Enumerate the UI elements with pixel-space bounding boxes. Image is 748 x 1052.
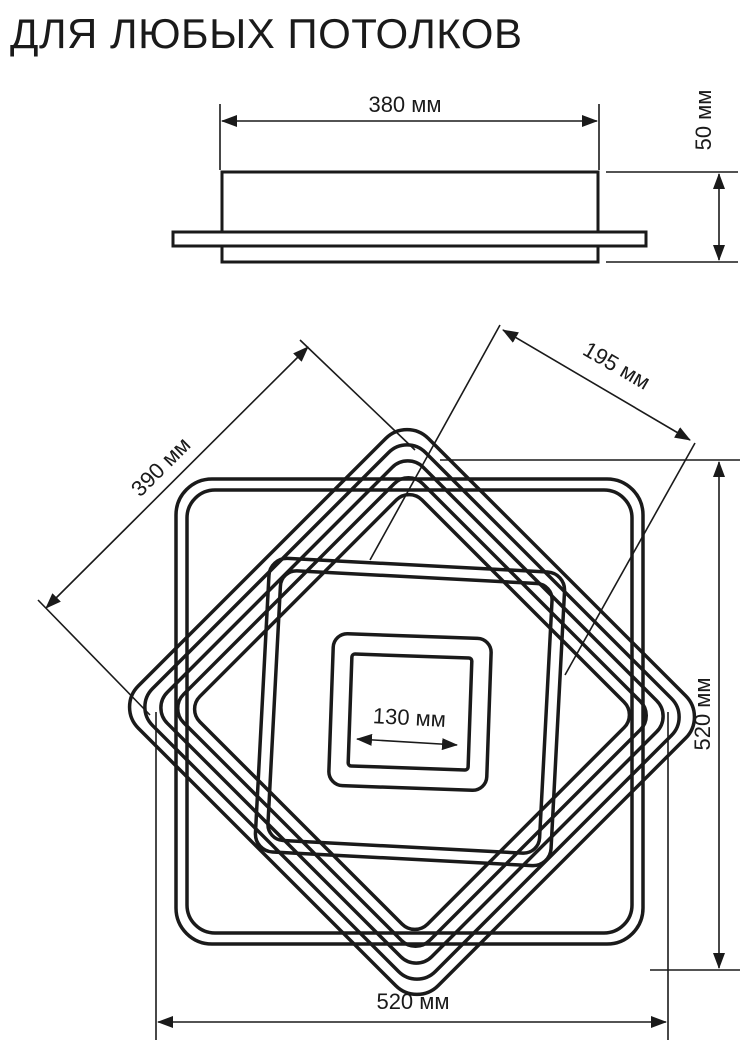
dimension-diag-mid: 195 мм — [369, 324, 696, 676]
dimension-label-side-height: 50 мм — [691, 90, 716, 151]
dimension-side-width: 380 мм — [219, 92, 600, 170]
dimension-label-side-width: 380 мм — [368, 92, 441, 117]
top-view: 390 мм 195 мм 130 мм 520 мм — [37, 324, 740, 1040]
middle-squares — [253, 556, 567, 868]
dimension-width: 520 мм — [155, 712, 669, 1040]
side-view: 380 мм 50 мм — [171, 90, 738, 264]
dimension-inner: 130 мм — [356, 701, 458, 751]
dimension-height: 520 мм — [440, 459, 740, 971]
inner-squares — [327, 632, 493, 792]
page-title: ДЛЯ ЛЮБЫХ ПОТОЛКОВ — [10, 10, 523, 57]
dimension-label-width: 520 мм — [376, 989, 449, 1014]
dimension-label-height: 520 мм — [690, 677, 715, 750]
dimension-side-height: 50 мм — [606, 90, 738, 263]
dimension-diag-outer: 390 мм — [37, 339, 416, 716]
dimension-label-diag-mid: 195 мм — [579, 336, 655, 394]
dimension-label-inner: 130 мм — [372, 703, 446, 732]
